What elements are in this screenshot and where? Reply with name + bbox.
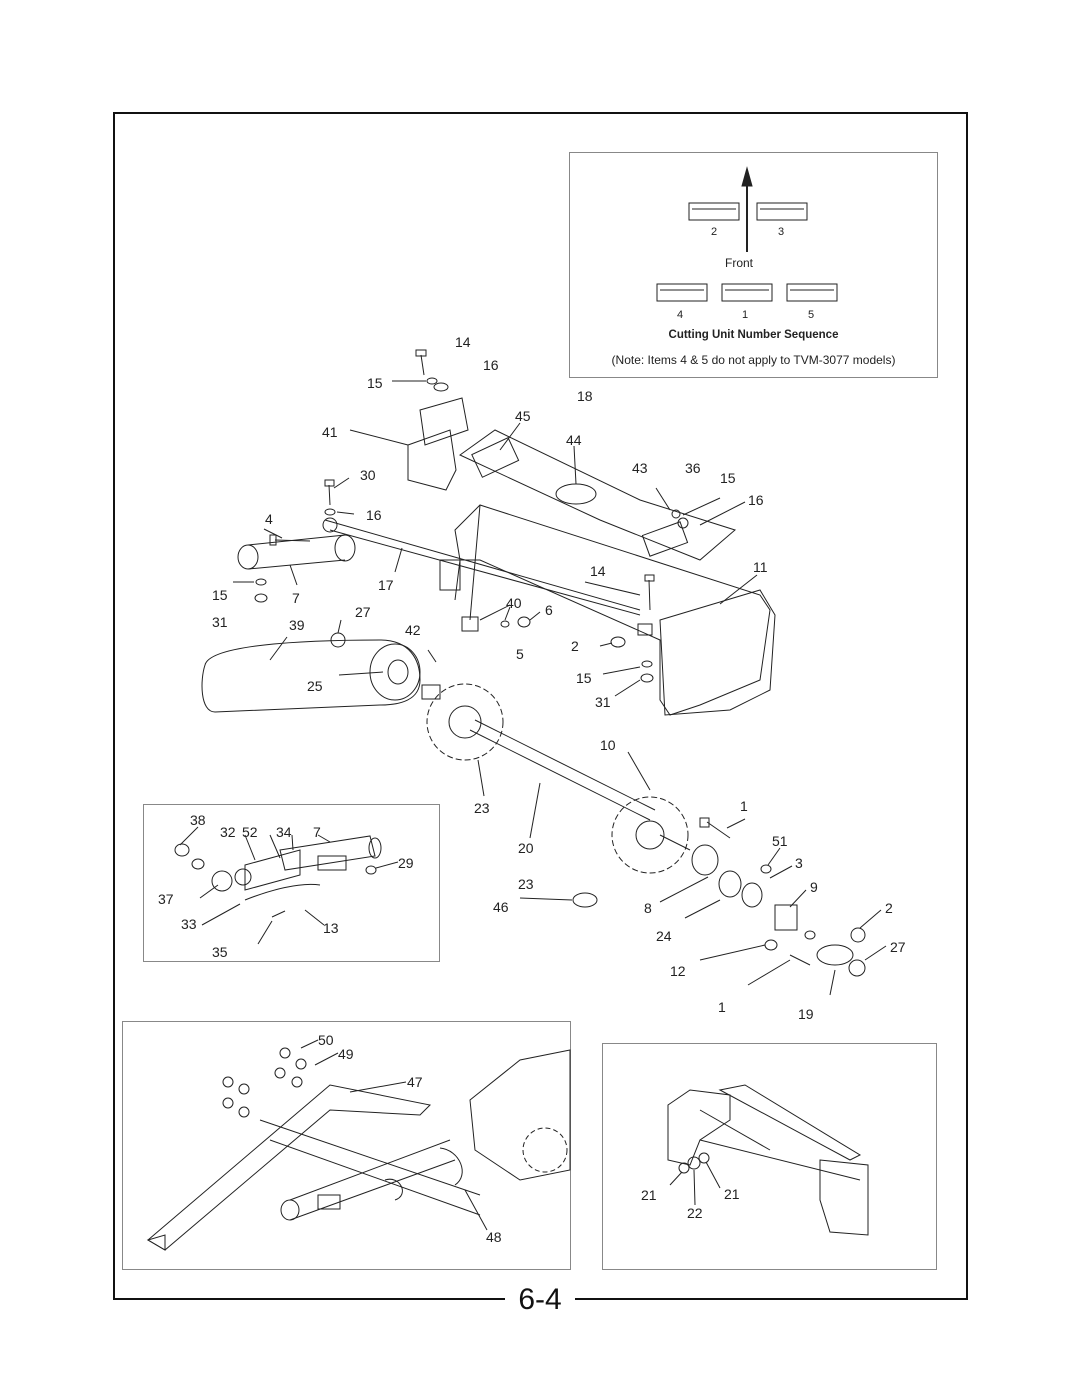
inset-adjuster-detail <box>143 804 440 962</box>
callout-50: 50 <box>318 1032 334 1048</box>
inset-frame-detail <box>602 1043 937 1270</box>
callout-16: 16 <box>483 357 499 373</box>
callout-45: 45 <box>515 408 531 424</box>
callout-37: 37 <box>158 891 174 907</box>
unit-number-4: 4 <box>677 309 684 321</box>
callout-13: 13 <box>323 920 339 936</box>
callout-15: 15 <box>212 587 228 603</box>
callout-27: 27 <box>890 939 906 955</box>
callout-32: 32 <box>220 824 236 840</box>
callout-39: 39 <box>289 617 305 633</box>
sequence-note: (Note: Items 4 & 5 do not apply to TVM-3… <box>611 353 896 367</box>
callout-23: 23 <box>474 800 490 816</box>
callout-38: 38 <box>190 812 206 828</box>
unit-number-3: 3 <box>778 226 785 238</box>
callout-19: 19 <box>798 1006 814 1022</box>
callout-8: 8 <box>644 900 652 916</box>
callout-17: 17 <box>378 577 394 593</box>
callout-2: 2 <box>885 900 893 916</box>
callout-36: 36 <box>685 460 701 476</box>
callout-31: 31 <box>595 694 611 710</box>
callout-15: 15 <box>720 470 736 486</box>
callout-4: 4 <box>265 511 273 527</box>
callout-34: 34 <box>276 824 292 840</box>
sequence-title: Cutting Unit Number Sequence <box>668 329 839 341</box>
unit-number-2: 2 <box>711 226 718 238</box>
callout-43: 43 <box>632 460 648 476</box>
callout-1: 1 <box>740 798 748 814</box>
callout-51: 51 <box>772 833 788 849</box>
callout-49: 49 <box>338 1046 354 1062</box>
callout-44: 44 <box>566 432 582 448</box>
unit-rect-2 <box>688 202 740 221</box>
callout-5: 5 <box>516 646 524 662</box>
unit-number-1: 1 <box>742 309 749 321</box>
callout-21: 21 <box>724 1186 740 1202</box>
callout-14: 14 <box>590 563 606 579</box>
cutting-unit-sequence-box <box>569 152 938 378</box>
callout-41: 41 <box>322 424 338 440</box>
unit-rect-5 <box>786 283 838 302</box>
callout-12: 12 <box>670 963 686 979</box>
callout-48: 48 <box>486 1229 502 1245</box>
callout-20: 20 <box>518 840 534 856</box>
callout-11: 11 <box>753 559 768 575</box>
callout-21: 21 <box>641 1187 657 1203</box>
callout-25: 25 <box>307 678 323 694</box>
callout-10: 10 <box>600 737 616 753</box>
callout-16: 16 <box>366 507 382 523</box>
callout-23: 23 <box>518 876 534 892</box>
callout-40: 40 <box>506 595 522 611</box>
callout-6: 6 <box>545 602 553 618</box>
callout-7: 7 <box>292 590 300 606</box>
callout-29: 29 <box>398 855 414 871</box>
callout-15: 15 <box>367 375 383 391</box>
unit-rect-1 <box>721 283 773 302</box>
unit-number-5: 5 <box>808 309 815 321</box>
callout-2: 2 <box>571 638 579 654</box>
page-number: 6-4 <box>505 1278 575 1322</box>
front-arrow-icon <box>741 166 753 187</box>
callout-9: 9 <box>810 879 818 895</box>
front-label: Front <box>725 256 754 270</box>
unit-rect-4 <box>656 283 708 302</box>
callout-31: 31 <box>212 614 228 630</box>
callout-24: 24 <box>656 928 672 944</box>
callout-35: 35 <box>212 944 228 960</box>
callout-47: 47 <box>407 1074 423 1090</box>
callout-30: 30 <box>360 467 376 483</box>
unit-rect-3 <box>756 202 808 221</box>
callout-22: 22 <box>687 1205 703 1221</box>
callout-15: 15 <box>576 670 592 686</box>
callout-14: 14 <box>455 334 471 350</box>
callout-18: 18 <box>577 388 593 404</box>
callout-3: 3 <box>795 855 803 871</box>
callout-27: 27 <box>355 604 371 620</box>
callout-1: 1 <box>718 999 726 1015</box>
callout-7: 7 <box>313 824 321 840</box>
callout-42: 42 <box>405 622 421 638</box>
callout-46: 46 <box>493 899 509 915</box>
callout-52: 52 <box>242 824 258 840</box>
callout-33: 33 <box>181 916 197 932</box>
callout-16: 16 <box>748 492 764 508</box>
